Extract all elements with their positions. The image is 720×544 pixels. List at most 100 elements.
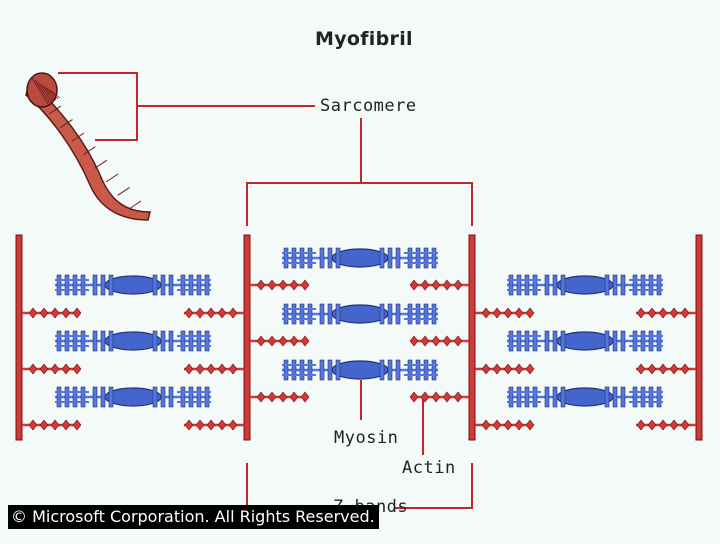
myosin-head — [335, 247, 341, 269]
actin-filament — [22, 419, 82, 431]
myosin-head — [532, 274, 538, 296]
myosin-head — [72, 386, 78, 408]
myosin-head — [656, 274, 662, 296]
myosin-head — [532, 386, 538, 408]
actin-bead — [72, 419, 82, 431]
myosin-head — [291, 303, 297, 325]
actin-bead — [481, 419, 491, 431]
fiber-cross-stripe — [37, 81, 53, 103]
actin-filament — [475, 419, 535, 431]
actin-bead — [680, 419, 690, 431]
actin-bead — [278, 335, 288, 347]
myosin-head — [387, 359, 393, 381]
myosin-head — [80, 330, 86, 352]
myosin-head — [335, 359, 341, 381]
myosin-head — [283, 359, 289, 381]
myosin-head — [544, 274, 550, 296]
actin-bead — [453, 279, 463, 291]
myosin-head — [604, 330, 610, 352]
myosin-filament — [55, 386, 211, 408]
actin-bead — [525, 307, 535, 319]
actin-bead — [206, 363, 216, 375]
myosin-head — [524, 330, 530, 352]
myosin-head — [560, 330, 566, 352]
myosin-head — [100, 330, 106, 352]
actin-bead — [647, 363, 657, 375]
z-line — [15, 234, 23, 441]
myosin-head — [656, 330, 662, 352]
actin-bead — [420, 279, 430, 291]
myosin-head — [524, 386, 530, 408]
myofibril-fiber — [25, 72, 151, 221]
myosin-head — [180, 274, 186, 296]
myosin-head — [395, 359, 401, 381]
myosin-center-body — [331, 360, 389, 380]
myosin-head — [423, 247, 429, 269]
actin-filament — [184, 419, 244, 431]
actin-bead — [278, 391, 288, 403]
myosin-label: Myosin — [334, 428, 399, 448]
myosin-head — [544, 386, 550, 408]
myosin-head — [640, 330, 646, 352]
myosin-head — [188, 330, 194, 352]
actin-bead — [669, 419, 679, 431]
myosin-head — [379, 247, 385, 269]
myosin-head — [552, 330, 558, 352]
actin-bead — [195, 363, 205, 375]
actin-filament — [409, 391, 469, 403]
actin-bead — [658, 419, 668, 431]
actin-bead — [289, 335, 299, 347]
myosin-center-body — [104, 331, 162, 351]
actin-bead — [300, 391, 310, 403]
actin-bead — [28, 307, 38, 319]
myosin-filament — [507, 274, 663, 296]
fiber-band-stripe — [128, 200, 142, 210]
fiber-band-stripe — [105, 173, 119, 183]
actin-bead — [267, 335, 277, 347]
z-line — [468, 234, 476, 441]
actin-filament — [184, 363, 244, 375]
fiber-cross-section — [26, 72, 58, 108]
myosin-head — [180, 386, 186, 408]
myosin-head — [632, 274, 638, 296]
myosin-head — [620, 386, 626, 408]
myosin-head — [423, 359, 429, 381]
fiber-cross-stripe — [31, 77, 49, 105]
actin-bead — [256, 391, 266, 403]
myosin-head — [299, 303, 305, 325]
myosin-head — [168, 274, 174, 296]
myosin-head — [327, 359, 333, 381]
actin-bead — [636, 363, 646, 375]
myosin-head — [160, 274, 166, 296]
myosin-head — [620, 274, 626, 296]
actin-bead — [228, 363, 238, 375]
myosin-filament — [282, 303, 438, 325]
myosin-head — [516, 274, 522, 296]
fiber-band-stripe — [94, 159, 107, 169]
myosin-head — [431, 247, 437, 269]
myosin-head — [387, 303, 393, 325]
actin-bead — [636, 419, 646, 431]
myosin-center-body — [331, 304, 389, 324]
myosin-head — [640, 386, 646, 408]
actin-filament — [636, 419, 696, 431]
myosin-head — [307, 359, 313, 381]
z-bands-right-line — [395, 463, 473, 509]
actin-filament — [250, 279, 310, 291]
myosin-filament — [55, 330, 211, 352]
actin-bead — [503, 363, 513, 375]
myosin-head — [415, 247, 421, 269]
myosin-head — [108, 330, 114, 352]
actin-bead — [492, 307, 502, 319]
actin-bead — [669, 363, 679, 375]
actin-filament — [250, 335, 310, 347]
myosin-head — [56, 386, 62, 408]
myosin-head — [319, 359, 325, 381]
myosin-head — [415, 303, 421, 325]
actin-bead — [525, 419, 535, 431]
myosin-filament — [507, 330, 663, 352]
myosin-head — [560, 274, 566, 296]
actin-bead — [61, 419, 71, 431]
myosin-head — [516, 330, 522, 352]
actin-filament — [184, 307, 244, 319]
